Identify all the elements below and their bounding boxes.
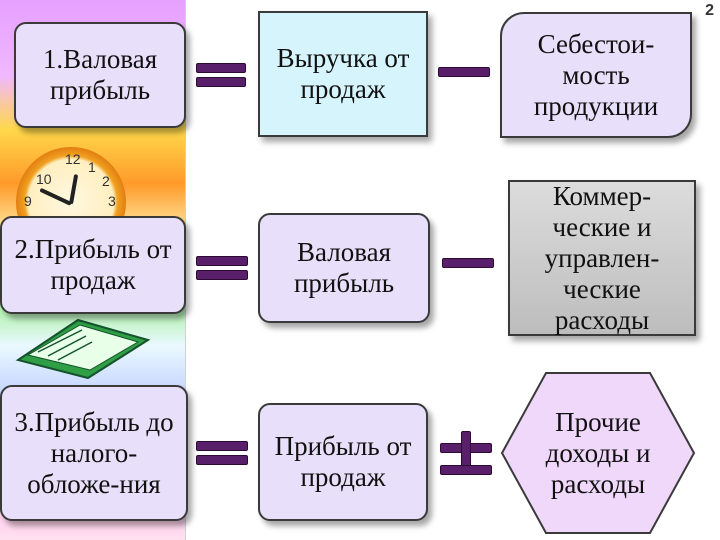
row3-adjustment-text-box: Прочие доходы и расходы [520, 385, 676, 521]
row2-operand-box: Валовая прибыль [258, 213, 430, 323]
equals-sign-icon [196, 256, 248, 284]
open-book-icon [15, 318, 151, 380]
row1-subtracted-label: Себестои-мость продукции [533, 28, 659, 121]
row2-subtracted-label: Коммер-ческие и управлен-ческие расходы [544, 180, 660, 335]
minus-sign-icon [438, 67, 490, 79]
row3-result-box: 3.Прибыль до налого-обложе-ния [0, 385, 188, 521]
page-number: 2 [705, 2, 714, 19]
row3-operand-box: Прибыль от продаж [258, 403, 428, 521]
row1-result-label: 1.Валовая прибыль [42, 44, 158, 105]
row2-result-box: 2.Прибыль от продаж [0, 216, 186, 314]
row2-result-label: 2.Прибыль от продаж [14, 234, 172, 295]
row1-operand-box: Выручка от продаж [258, 11, 428, 137]
row2-operand-label: Валовая прибыль [293, 237, 395, 298]
row1-operand-label: Выручка от продаж [276, 43, 410, 104]
plus-minus-sign-icon [440, 431, 494, 477]
row2-subtracted-box: Коммер-ческие и управлен-ческие расходы [508, 180, 696, 336]
equals-sign-icon [196, 441, 248, 469]
row1-result-box: 1.Валовая прибыль [14, 22, 186, 128]
row3-operand-label: Прибыль от продаж [274, 431, 412, 492]
row3-adjustment-label: Прочие доходы и расходы [545, 406, 651, 499]
minus-sign-icon [442, 258, 494, 270]
equals-sign-icon [196, 63, 246, 91]
row3-result-label: 3.Прибыль до налого-обложе-ния [14, 406, 174, 499]
row1-subtracted-box: Себестои-мость продукции [500, 12, 692, 138]
row3-adjustment-box [500, 372, 696, 534]
